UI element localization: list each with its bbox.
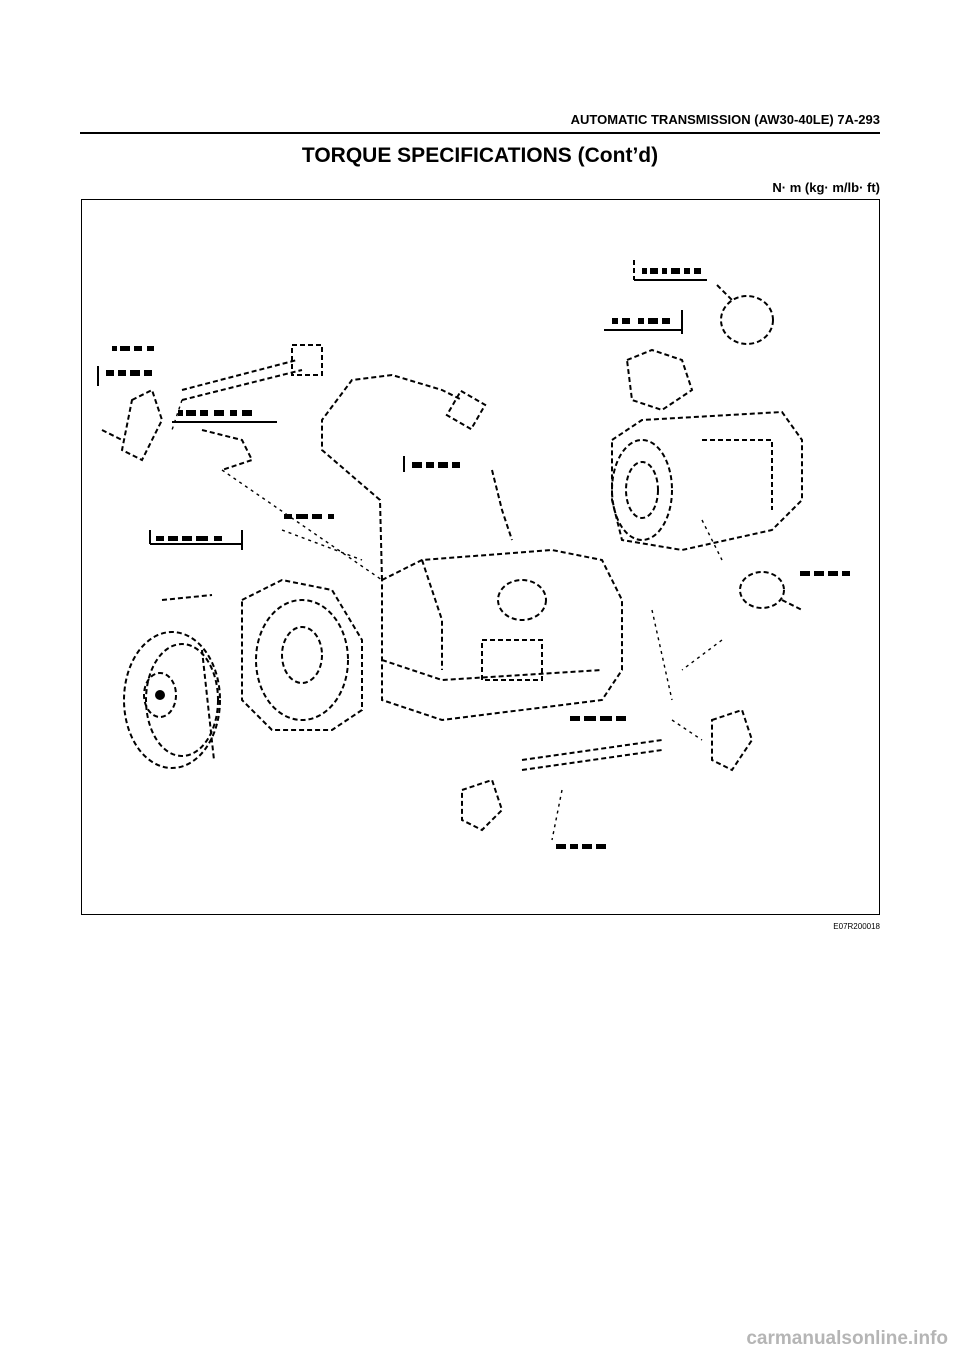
figure-code: E07R200018 xyxy=(833,922,880,931)
torque-units: N· m (kg· m/lb· ft) xyxy=(772,180,880,195)
watermark: carmanualsonline.info xyxy=(746,1328,948,1349)
page-header: AUTOMATIC TRANSMISSION (AW30-40LE) 7A-29… xyxy=(80,112,880,134)
transfer-case xyxy=(611,410,803,552)
diagram-drawing xyxy=(97,260,850,849)
torque-label-right-2 xyxy=(604,310,683,334)
torque-label-lower-left xyxy=(149,530,243,550)
leader-lines xyxy=(171,399,723,841)
torque-label-center-left xyxy=(172,410,277,423)
sensors xyxy=(161,284,803,832)
transmission-case xyxy=(381,548,623,722)
converter-housing xyxy=(241,578,363,731)
page-title: TORQUE SPECIFICATIONS (Cont’d) xyxy=(301,144,659,167)
torque-label-center xyxy=(403,456,460,472)
shift-rod xyxy=(101,344,323,462)
torque-label-top-right xyxy=(633,260,707,281)
torque-converter xyxy=(123,631,221,769)
torque-label-mid xyxy=(284,514,850,849)
wire-harness xyxy=(321,373,513,581)
torque-label-left xyxy=(97,346,154,386)
exploded-diagram xyxy=(81,199,880,915)
header-text: AUTOMATIC TRANSMISSION (AW30-40LE) 7A-29… xyxy=(570,112,880,127)
